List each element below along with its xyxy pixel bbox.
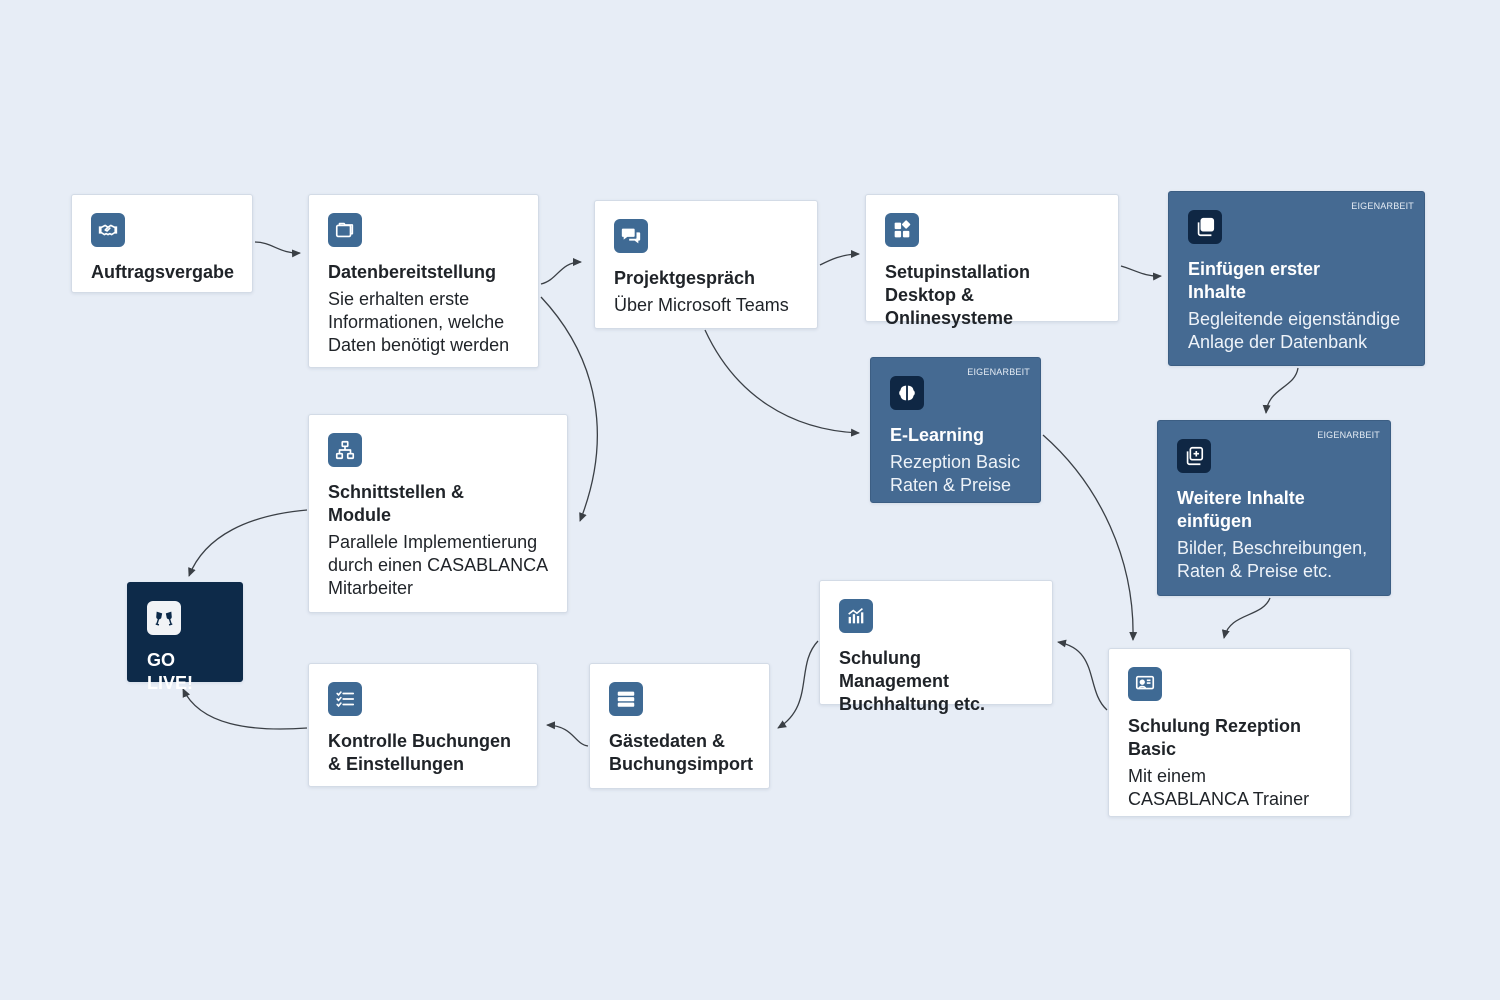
arrow-kontrolle-golive — [182, 688, 308, 730]
arrow-daten-projekt — [540, 258, 582, 285]
checklist-icon — [328, 682, 362, 716]
eigenarbeit-badge: EIGENARBEIT — [967, 367, 1030, 377]
step-kontrolle: Kontrolle Buchungen & Einstellungen — [308, 663, 538, 787]
step-title: GO LIVE! — [147, 650, 194, 693]
network-icon — [328, 433, 362, 467]
step-title: Schulung Management Buchhaltung etc. — [839, 648, 986, 714]
arrow-setup-einfuegen — [1120, 265, 1162, 281]
step-schulung-rezeption: Schulung Rezeption Basic Mit einem CASAB… — [1108, 648, 1351, 817]
step-e-learning: EIGENARBEIT E-Learning Rezeption Basic R… — [870, 357, 1041, 503]
arrow-weitere-rezeption — [1221, 597, 1271, 639]
step-title: Datenbereitstellung — [328, 262, 497, 282]
step-weitere-inhalte: EIGENARBEIT Weitere Inhalte einfügen Bil… — [1157, 420, 1391, 596]
apps-icon — [885, 213, 919, 247]
brain-icon — [890, 376, 924, 410]
arrow-auftrag-daten — [254, 241, 301, 258]
step-gaestedaten: Gästedaten & Buchungsimport — [589, 663, 770, 789]
eigenarbeit-badge: EIGENARBEIT — [1317, 430, 1380, 440]
folders-icon — [328, 213, 362, 247]
step-description: Bilder, Beschreibungen, Raten & Preise e… — [1177, 538, 1368, 581]
eigenarbeit-badge: EIGENARBEIT — [1351, 201, 1414, 211]
step-title: E-Learning — [890, 425, 985, 445]
step-datenbereitstellung: Datenbereitstellung Sie erhalten erste I… — [308, 194, 539, 368]
cheers-icon — [147, 601, 181, 635]
step-description: Rezeption Basic Raten & Preise — [890, 452, 1021, 495]
step-description: Über Microsoft Teams — [614, 295, 789, 315]
step-title: Auftragsvergabe — [91, 262, 235, 282]
arrow-management-gaeste — [777, 640, 819, 729]
presentation-icon — [1128, 667, 1162, 701]
step-setupinstallation: Setupinstallation Desktop & Onlinesystem… — [865, 194, 1119, 328]
arrow-schnittstellen-golive — [188, 509, 308, 577]
arrow-einfuegen-weitere — [1262, 367, 1299, 414]
step-schnittstellen: Schnittstellen & Module Parallele Implem… — [308, 414, 568, 613]
step-projektgespraech: Projektgespräch Über Microsoft Teams — [594, 200, 818, 329]
step-title: Einfügen erster Inhalte — [1188, 259, 1321, 302]
step-title: Setupinstallation Desktop & Onlinesystem… — [885, 262, 1031, 328]
step-einfuegen-erster-inhalte: EIGENARBEIT Einfügen erster Inhalte Begl… — [1168, 191, 1425, 366]
arrow-projekt-elearning — [704, 329, 860, 437]
step-title: Schulung Rezeption Basic — [1128, 716, 1301, 759]
step-title: Projektgespräch — [614, 268, 756, 288]
arrow-projekt-setup — [819, 250, 860, 266]
copy-icon — [1188, 210, 1222, 244]
step-description: Begleitende eigenständige Anlage der Dat… — [1188, 309, 1401, 352]
arrow-gaeste-kontrolle — [546, 721, 589, 747]
step-title: Schnittstellen & Module — [328, 482, 465, 525]
arrow-elearning-rezeption — [1042, 434, 1138, 641]
step-title: Gästedaten & Buchungsimport — [609, 731, 753, 774]
step-description: Mit einem CASABLANCA Trainer — [1128, 766, 1310, 809]
chat-icon — [614, 219, 648, 253]
handshake-icon — [91, 213, 125, 247]
step-title: Weitere Inhalte einfügen — [1177, 488, 1305, 531]
add-copy-icon — [1177, 439, 1211, 473]
database-icon — [609, 682, 643, 716]
arrow-rezeption-management — [1057, 639, 1108, 711]
step-go-live: GO LIVE! — [127, 582, 243, 693]
step-schulung-management: Schulung Management Buchhaltung etc. — [819, 580, 1053, 714]
step-description: Parallele Implementierung durch einen CA… — [328, 532, 548, 598]
step-auftragsvergabe: Auftragsvergabe — [71, 194, 253, 293]
step-description: Sie erhalten erste Informationen, welche… — [328, 289, 510, 355]
analytics-icon — [839, 599, 873, 633]
step-title: Kontrolle Buchungen & Einstellungen — [328, 731, 511, 774]
